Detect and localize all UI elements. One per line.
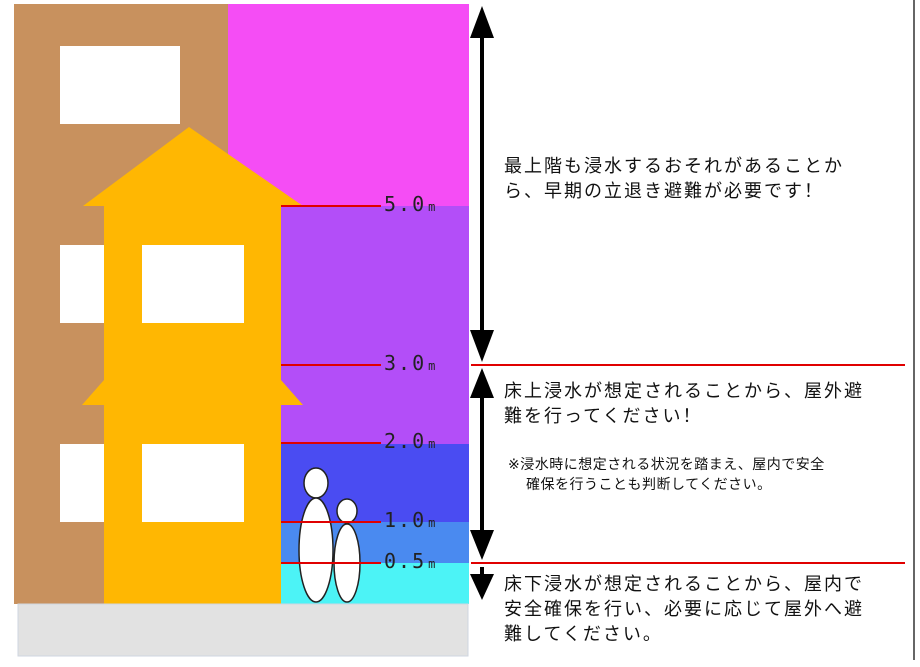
adult-figure-icon xyxy=(298,467,334,603)
low-zone-message-line3: 難してください。 xyxy=(504,624,663,646)
ground xyxy=(17,603,469,657)
range-arrow-top-icon xyxy=(470,6,494,362)
low-zone-message-line2: 安全確保を行い、必要に応じて屋外へ避 xyxy=(504,599,864,621)
low-zone-message: 床下浸水が想定されることから、屋内で 安全確保を行い、必要に応じて屋外へ避 難し… xyxy=(504,572,909,648)
mid-zone-note-line1: ※浸水時に想定される状況を踏まえ、屋内で安全 xyxy=(508,457,825,473)
window xyxy=(142,444,244,522)
top-zone-message: 最上階も浸水するおそれがあることか ら、早期の立退き避難が必要です！ xyxy=(504,154,904,204)
mid-zone-message-line2: 難を行ってください！ xyxy=(504,406,703,428)
top-zone-message-line1: 最上階も浸水するおそれがあることか xyxy=(504,156,844,177)
top-zone-message-line2: ら、早期の立退き避難が必要です！ xyxy=(504,181,824,203)
window xyxy=(142,245,244,323)
mid-zone-message: 床上浸水が想定されることから、屋外避 難を行ってください！ xyxy=(504,379,909,429)
zone-above-5m xyxy=(228,4,469,206)
mid-zone-message-line1: 床上浸水が想定されることから、屋外避 xyxy=(504,381,864,402)
range-arrow-bottom-icon xyxy=(470,567,494,600)
window xyxy=(60,46,180,124)
mid-zone-note-line2: 確保を行うことも判断してください。 xyxy=(526,476,772,493)
child-figure-icon xyxy=(333,498,361,603)
zone-3m-5m xyxy=(281,206,469,444)
range-arrow-middle-icon xyxy=(470,368,494,560)
mid-zone-note: ※浸水時に想定される状況を踏まえ、屋内で安全 確保を行うことも判断してください。 xyxy=(508,456,908,495)
low-zone-message-line1: 床下浸水が想定されることから、屋内で xyxy=(504,574,864,595)
evacuation-house-shape xyxy=(82,127,303,604)
